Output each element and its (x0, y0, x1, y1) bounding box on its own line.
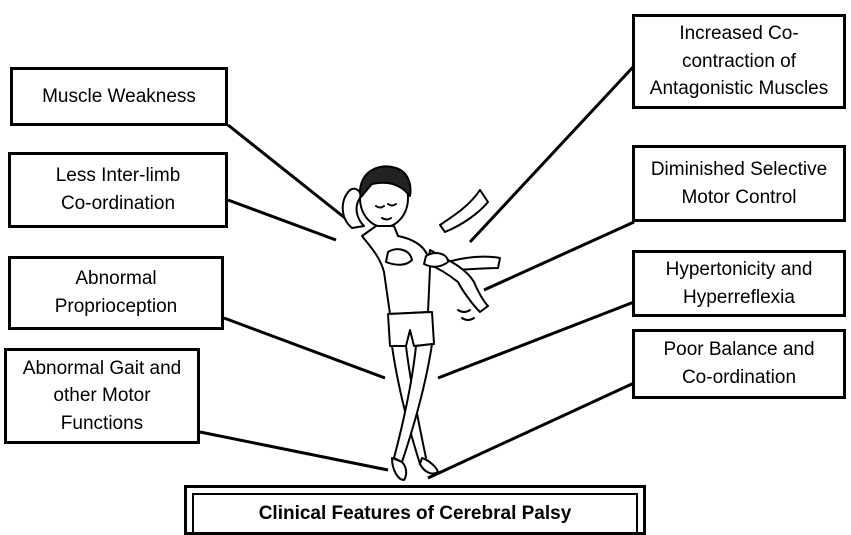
diagram-title: Clinical Features of Cerebral Palsy (192, 493, 638, 532)
feature-label-inter-limb-coordination: Less Inter-limb Co-ordination (56, 162, 181, 217)
connector-poor-balance (428, 383, 634, 478)
child-foot-right (420, 458, 438, 474)
feature-label-co-contraction: Increased Co- contraction of Antagonisti… (650, 20, 828, 103)
feature-box-inter-limb-coordination: Less Inter-limb Co-ordination (8, 152, 228, 228)
feature-box-muscle-weakness: Muscle Weakness (10, 67, 228, 126)
connector-gait (200, 432, 388, 470)
feature-box-hypertonicity: Hypertonicity and Hyperreflexia (632, 250, 846, 317)
child-shorts (388, 312, 434, 346)
feature-box-proprioception: Abnormal Proprioception (8, 256, 224, 330)
connector-proprioception (224, 318, 385, 378)
connector-inter-limb (228, 200, 336, 240)
feature-label-selective-motor-control: Diminished Selective Motor Control (651, 156, 827, 211)
feature-label-hypertonicity: Hypertonicity and Hyperreflexia (666, 256, 813, 311)
feature-box-poor-balance: Poor Balance and Co-ordination (632, 329, 846, 399)
child-foot-left (392, 458, 406, 480)
feature-label-gait: Abnormal Gait and other Motor Functions (23, 355, 181, 438)
connector-hypertonicity (438, 302, 634, 378)
feature-label-muscle-weakness: Muscle Weakness (42, 83, 196, 111)
connector-selective-control (484, 222, 634, 290)
feature-box-gait: Abnormal Gait and other Motor Functions (4, 348, 200, 444)
tremor-marks (458, 310, 474, 320)
feature-box-selective-motor-control: Diminished Selective Motor Control (632, 145, 846, 222)
title-frame: Clinical Features of Cerebral Palsy (184, 485, 646, 535)
feature-label-proprioception: Abnormal Proprioception (55, 265, 178, 320)
child-illustration (343, 166, 500, 480)
hand-on-chest-right (424, 253, 448, 267)
child-torso (362, 226, 430, 314)
feature-box-co-contraction: Increased Co- contraction of Antagonisti… (632, 14, 846, 109)
feature-label-poor-balance: Poor Balance and Co-ordination (663, 336, 814, 391)
connector-co-contraction (470, 66, 634, 242)
helper-hand-upper (440, 190, 488, 232)
